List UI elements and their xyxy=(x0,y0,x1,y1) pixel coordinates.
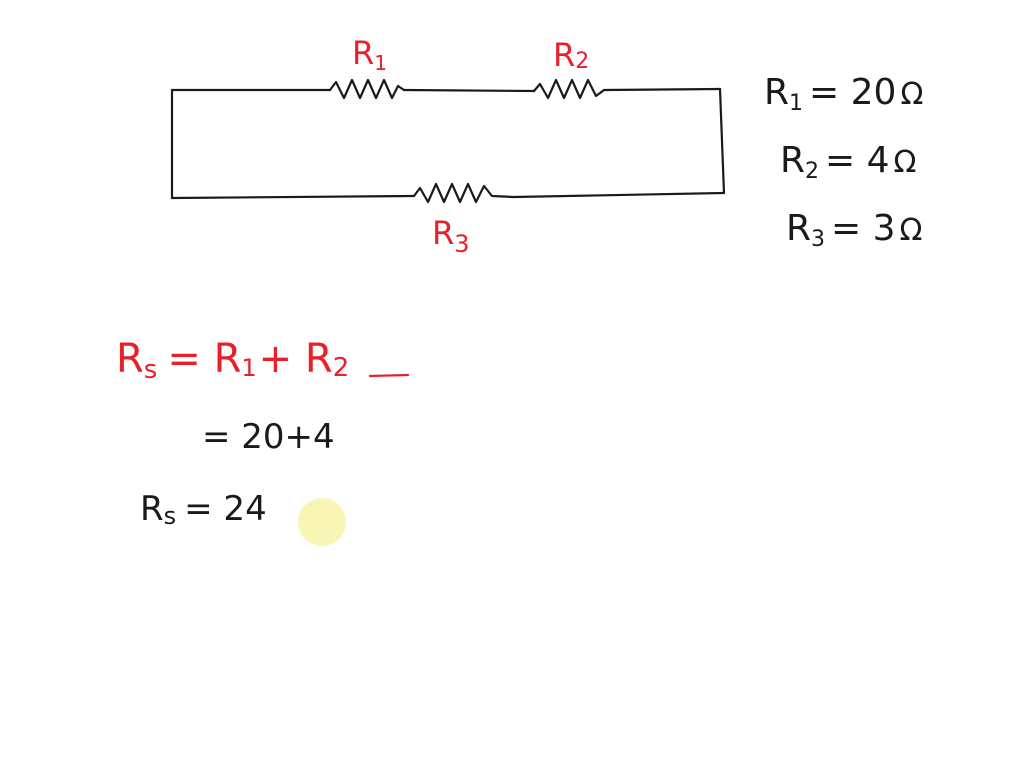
wire-top-middle xyxy=(402,88,536,93)
resistor-r1 xyxy=(328,78,406,100)
step-result: Rs= 24 xyxy=(140,489,267,530)
wire-bottom-left xyxy=(170,194,416,200)
resistor-r3 xyxy=(412,182,516,204)
resistor-r2 xyxy=(532,78,606,100)
label-r2: R2 xyxy=(553,36,589,74)
formula-underline-stroke xyxy=(368,373,410,378)
formula-series: Rs= R1+ R2 xyxy=(116,336,349,385)
step-substitution: = 20+4 xyxy=(202,417,335,457)
wire-top-right xyxy=(602,87,722,92)
label-r1: R1 xyxy=(352,34,387,75)
label-r3: R3 xyxy=(432,214,470,258)
cursor-highlight-icon xyxy=(298,498,346,546)
wire-right xyxy=(718,87,726,195)
wire-bottom-right xyxy=(512,191,726,199)
